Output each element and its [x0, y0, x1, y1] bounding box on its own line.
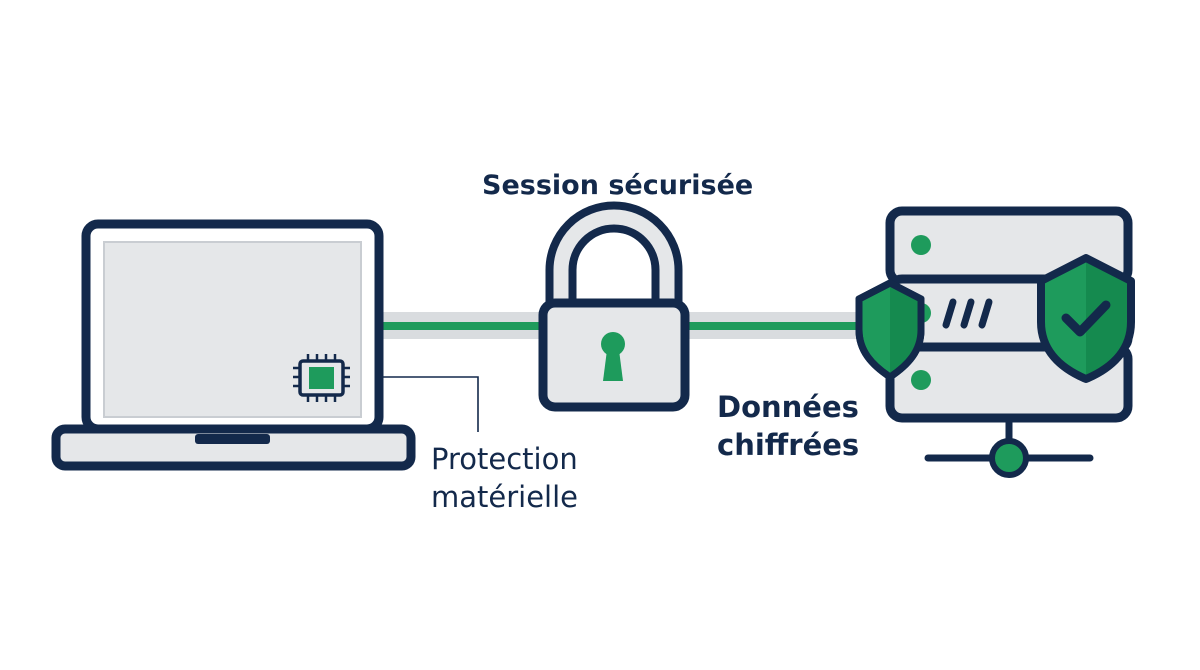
encrypted-data-label: Données chiffrées [717, 388, 859, 464]
connection-line-left [380, 312, 545, 339]
chip-icon [293, 354, 350, 402]
data-label-line-2: chiffrées [717, 428, 860, 462]
hardware-label-line-2: matérielle [431, 480, 579, 514]
diagram-title: Session sécurisée [482, 170, 754, 201]
laptop-icon [51, 219, 416, 471]
shield-icon [855, 279, 925, 381]
check-icon [1061, 300, 1111, 337]
server-slots [942, 298, 993, 329]
keyhole-icon [601, 332, 625, 381]
hardware-label-line-1: Protection [431, 442, 578, 476]
network-icon [924, 422, 1094, 478]
padlock-icon [538, 201, 690, 412]
connection-line-right [683, 312, 863, 339]
hardware-callout-line [367, 376, 479, 432]
hardware-protection-label: Protection matérielle [431, 440, 578, 516]
shield-check-icon [1037, 254, 1135, 383]
data-label-line-1: Données [717, 390, 859, 424]
